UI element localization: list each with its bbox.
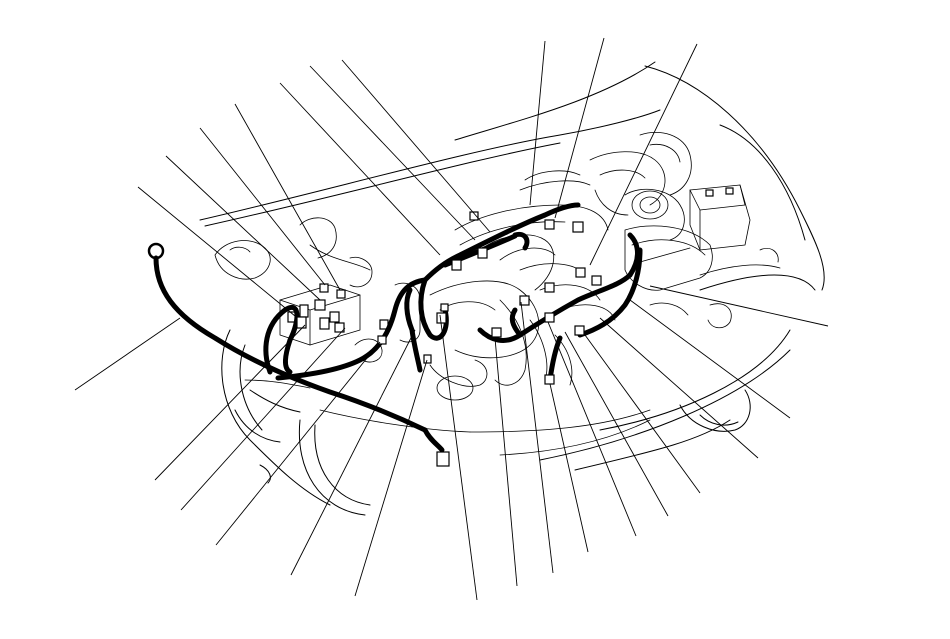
harness-connectors <box>296 211 602 385</box>
left-components <box>214 217 421 363</box>
leader-line <box>137 186 296 317</box>
engine-block <box>429 131 781 401</box>
leader-line <box>520 301 554 574</box>
leader-line <box>309 65 476 241</box>
leader-line <box>180 327 346 511</box>
leader-line <box>584 334 701 494</box>
leader-line <box>234 103 341 291</box>
leader-line <box>494 337 518 587</box>
leader-line <box>529 40 546 206</box>
leader-line <box>154 324 306 481</box>
leader-line <box>564 331 669 517</box>
callout-leaders <box>74 37 829 601</box>
leader-line <box>215 341 381 546</box>
leader-line <box>341 59 491 233</box>
leader-line <box>279 82 441 256</box>
leader-line <box>649 285 829 327</box>
leader-line <box>549 383 589 553</box>
leader-line <box>165 155 321 301</box>
body-outline <box>199 61 825 516</box>
leader-line <box>290 329 416 576</box>
leader-line <box>354 359 428 597</box>
leader-line <box>599 317 759 459</box>
leader-line <box>74 317 181 391</box>
leader-line <box>439 314 478 601</box>
leader-line <box>554 37 605 219</box>
leader-line <box>629 299 791 419</box>
wire-harness <box>147 202 643 467</box>
leader-line <box>547 321 637 537</box>
leader-line <box>589 43 698 266</box>
leader-line <box>199 127 326 286</box>
